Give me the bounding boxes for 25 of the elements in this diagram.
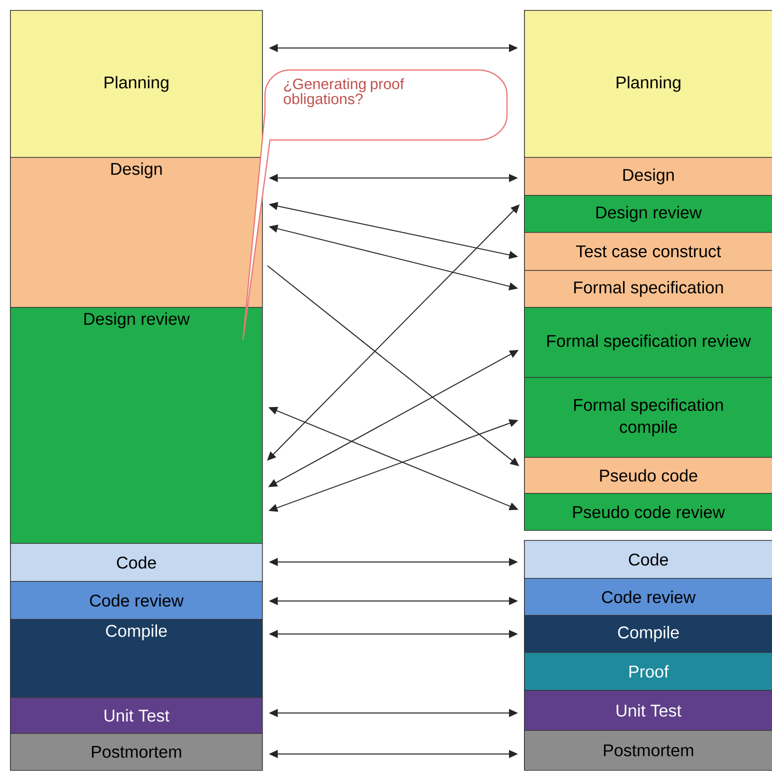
phase-box: Design [10,157,263,308]
phase-box: Postmortem [10,733,263,771]
phase-box: Pseudo code [524,457,772,494]
phase-box: Formal specification review [524,307,772,378]
speech-bubble: ¿Generating proof obligations? [242,69,508,341]
phase-box: Formal specification compile [524,377,772,458]
phase-box: Design [524,157,772,196]
phase-box: Code review [524,578,772,616]
phase-box: Unit Test [524,690,772,731]
phase-box: Unit Test [10,697,263,734]
phase-box: Proof [524,652,772,691]
phase-box: Compile [524,615,772,653]
phase-box: Test case construct [524,232,772,271]
phase-box: Code [524,540,772,579]
phase-box: Postmortem [524,730,772,771]
phase-box: Planning [10,10,263,158]
phase-box: Planning [524,10,772,158]
phase-box: Code [10,543,263,582]
phase-box: Formal specification [524,270,772,308]
phase-box: Compile [10,619,263,698]
phase-box: Design review [10,307,263,544]
node-label: Formal specification review [547,334,751,350]
phase-box: Pseudo code review [524,493,772,531]
phase-box: Design review [524,195,772,233]
phase-box: Code review [10,581,263,620]
